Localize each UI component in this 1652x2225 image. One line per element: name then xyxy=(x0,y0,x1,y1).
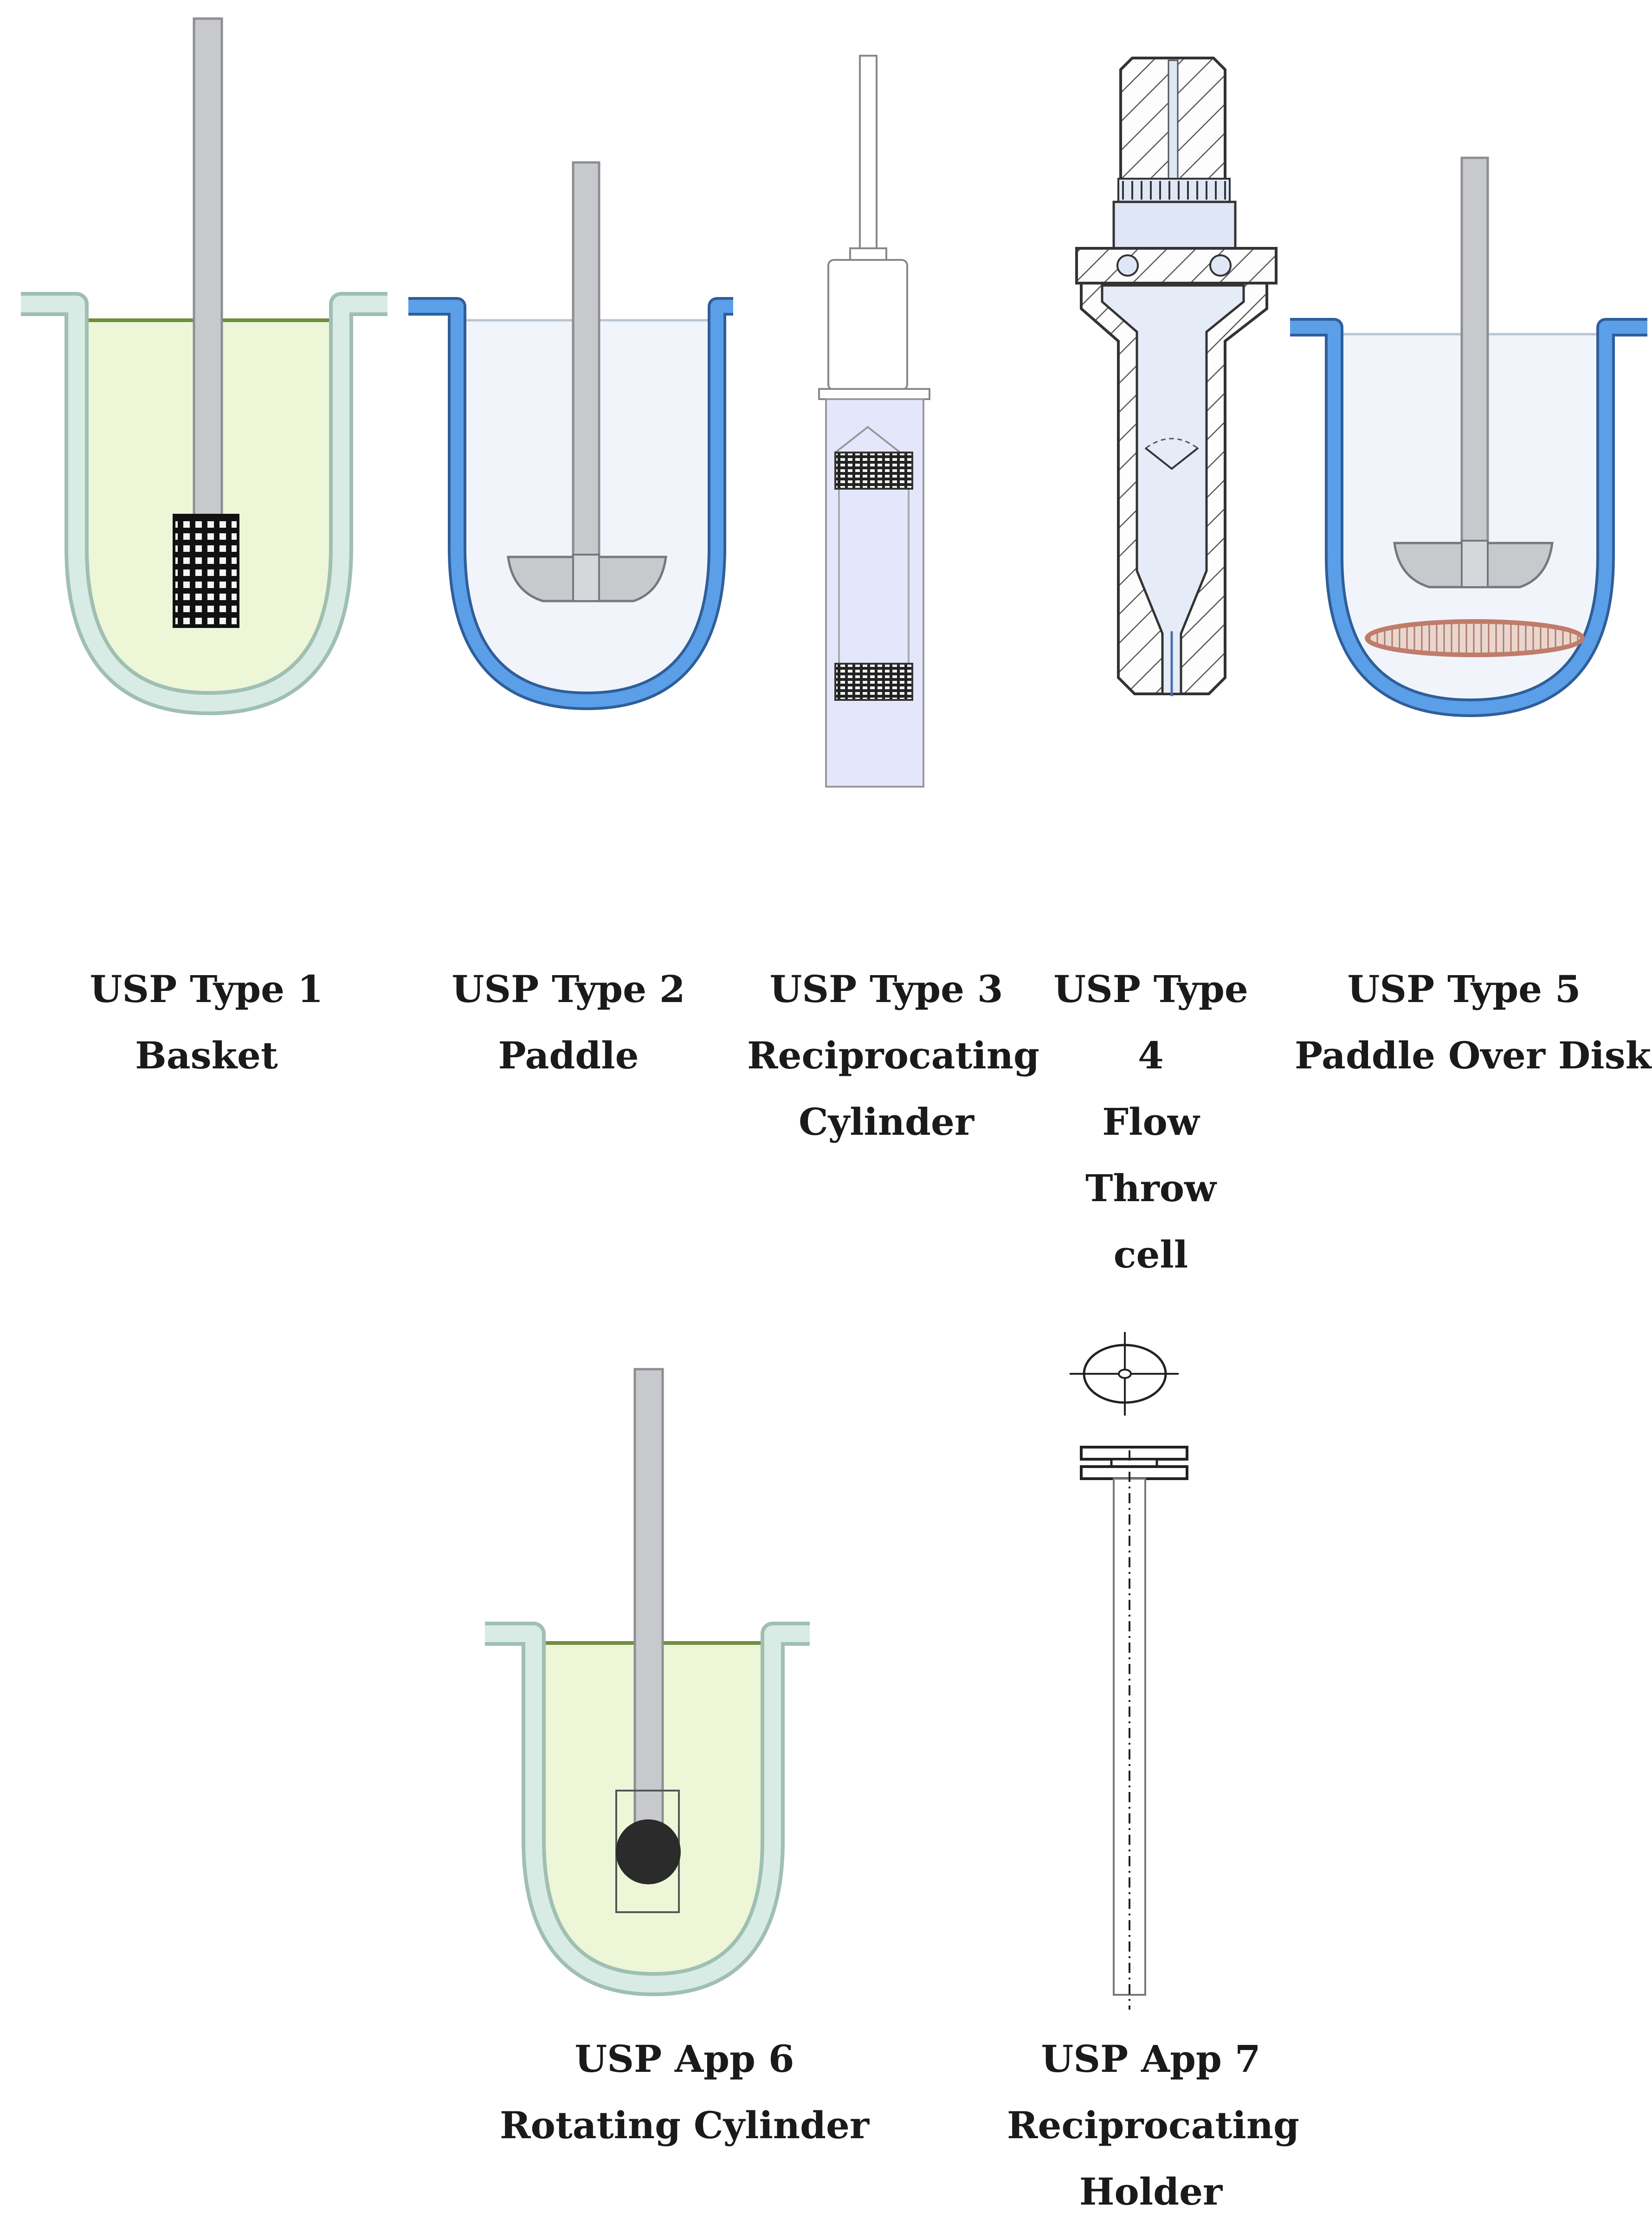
type1-basket xyxy=(173,514,239,628)
app7-reciprocating-holder-drawing xyxy=(1070,1332,1188,2010)
caption-app6-line2: Rotating Cylinder xyxy=(499,2103,869,2147)
caption-type3: USP Type 3 Reciprocating Cylinder xyxy=(747,956,1039,1155)
caption-app7: USP App 7 Reciprocating Holder xyxy=(1007,2026,1299,2225)
caption-type4-line5: cell xyxy=(1113,1233,1188,1276)
caption-app6: USP App 6 Rotating Cylinder xyxy=(499,2026,870,2159)
type5-shaft xyxy=(1460,156,1489,549)
caption-type2-line2: Paddle xyxy=(498,1034,639,1077)
caption-type1: USP Type 1 Basket xyxy=(67,956,346,1089)
type3-reciprocating-cylinder-drawing xyxy=(818,55,930,788)
caption-type1-line1: USP Type 1 xyxy=(90,967,323,1011)
caption-type5-line1: USP Type 5 xyxy=(1347,967,1581,1011)
caption-type3-line1: USP Type 3 xyxy=(769,967,1003,1011)
type3-lower-mesh xyxy=(834,663,913,701)
caption-type3-line3: Cylinder xyxy=(798,1100,974,1144)
caption-type2-line1: USP Type 2 xyxy=(452,967,685,1011)
type2-shaft xyxy=(572,161,600,563)
type3-upper-mesh xyxy=(834,452,913,490)
caption-type5-line2: Paddle Over Disk xyxy=(1295,1034,1652,1077)
type5-paddle-over-disk-drawing xyxy=(1290,156,1647,717)
caption-type4: USP Type 4 Flow Throw cell xyxy=(1053,956,1248,1288)
app6-cylinder xyxy=(616,1819,681,1884)
type5-disk xyxy=(1365,619,1585,657)
app7-upper-plate xyxy=(1080,1446,1188,1461)
type4-flow-through-cell-drawing xyxy=(1075,57,1278,696)
type1-basket-drawing xyxy=(21,17,387,715)
app6-rotating-cylinder-drawing xyxy=(485,1368,810,1996)
type2-paddle-drawing xyxy=(408,161,733,710)
type4-cell-bore xyxy=(1101,284,1245,695)
caption-type4-line4: Throw xyxy=(1085,1166,1217,1210)
caption-type4-line3: Flow xyxy=(1102,1100,1200,1144)
type4-flange xyxy=(1075,247,1278,285)
app6-shaft xyxy=(633,1368,664,1828)
caption-type1-line2: Basket xyxy=(135,1034,278,1077)
caption-type4-line2: 4 xyxy=(1138,1034,1164,1077)
caption-app7-line2: Reciprocating xyxy=(1007,2103,1299,2147)
caption-type3-line2: Reciprocating xyxy=(747,1034,1039,1077)
caption-app7-line1: USP App 7 xyxy=(1041,2037,1261,2081)
caption-type4-line1: USP Type xyxy=(1053,967,1248,1011)
caption-app7-line3: Holder xyxy=(1079,2170,1223,2213)
caption-app6-line1: USP App 6 xyxy=(574,2037,794,2081)
caption-type5: USP Type 5 Paddle Over Disk xyxy=(1295,956,1652,1089)
caption-type2: USP Type 2 Paddle xyxy=(429,956,708,1089)
app7-lower-plate xyxy=(1080,1465,1188,1480)
type1-shaft xyxy=(193,17,223,521)
